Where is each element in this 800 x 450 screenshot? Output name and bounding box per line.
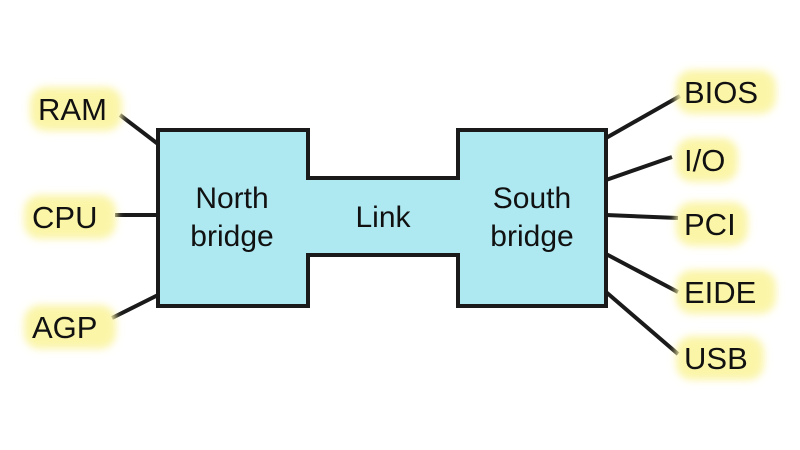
bios-connector — [605, 94, 681, 140]
bios-label: BIOS — [684, 75, 758, 110]
cpu-label-glow — [24, 195, 116, 239]
eide-connector — [605, 252, 679, 294]
link-label: Link — [355, 201, 411, 234]
agp-label-glow — [24, 305, 116, 349]
agp-connector — [111, 293, 159, 320]
chipset-shape — [156, 128, 608, 308]
eide-label-glow — [676, 270, 776, 314]
eide-label: EIDE — [684, 275, 756, 310]
usb-connector — [604, 290, 680, 356]
usb-label: USB — [684, 341, 748, 376]
bios-label-glow — [676, 70, 776, 114]
north-bridge-label-line2: bridge — [190, 220, 273, 253]
south-bridge-label-line2: bridge — [490, 220, 573, 253]
pci-label-glow — [676, 202, 748, 246]
pci-connector — [605, 213, 679, 220]
ram-label: RAM — [38, 92, 107, 127]
io-connector — [605, 155, 673, 182]
pci-label: PCI — [684, 207, 736, 242]
ram-connector — [118, 113, 160, 146]
io-label-glow — [676, 138, 738, 182]
io-label: I/O — [684, 143, 725, 178]
usb-label-glow — [676, 336, 764, 380]
south-bridge-label-line1: South — [493, 182, 571, 215]
ram-label-glow — [30, 87, 122, 131]
agp-label: AGP — [32, 310, 97, 345]
cpu-label: CPU — [32, 200, 97, 235]
north-bridge-label-line1: North — [195, 182, 268, 215]
